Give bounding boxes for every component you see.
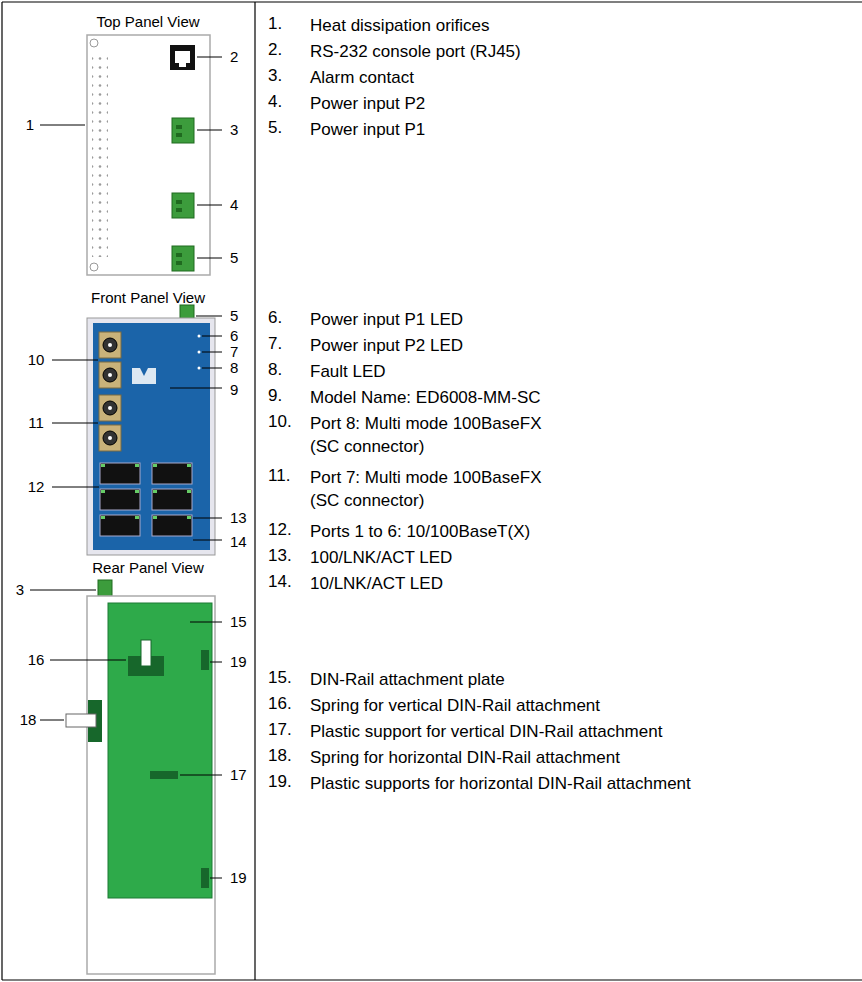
callout-number: 18 <box>20 711 37 729</box>
item-text: 10/LNK/ACT LED <box>310 572 840 595</box>
item-number: 12. <box>268 520 292 540</box>
callout-number: 14 <box>230 533 247 551</box>
callout-number: 3 <box>230 121 238 139</box>
callout-number: 19 <box>230 869 247 887</box>
item-number: 16. <box>268 694 292 714</box>
item-text: Power input P2 LED <box>310 334 840 357</box>
item-text: Heat dissipation orifices <box>310 14 840 37</box>
item-number: 10. <box>268 412 292 432</box>
item-number: 7. <box>268 334 282 354</box>
callout-number: 16 <box>28 651 45 669</box>
callout-number: 5 <box>230 307 238 325</box>
item-text: Power input P1 LED <box>310 308 840 331</box>
callout-number: 10 <box>28 351 45 369</box>
item-text: Ports 1 to 6: 10/100BaseT(X) <box>310 520 840 543</box>
item-number: 19. <box>268 772 292 792</box>
item-text: Fault LED <box>310 360 840 383</box>
callout-number: 11 <box>28 414 44 432</box>
item-number: 17. <box>268 720 292 740</box>
callout-number: 3 <box>16 581 24 599</box>
item-number: 3. <box>268 66 282 86</box>
view-title: Front Panel View <box>91 289 205 307</box>
item-text: Power input P1 <box>310 118 840 141</box>
item-number: 9. <box>268 386 282 406</box>
item-number: 18. <box>268 746 292 766</box>
item-text: 100/LNK/ACT LED <box>310 546 840 569</box>
leader-lines <box>30 590 222 878</box>
item-number: 8. <box>268 360 282 380</box>
item-number: 1. <box>268 14 282 34</box>
rear-panel <box>66 580 215 974</box>
item-number: 13. <box>268 546 292 566</box>
callout-number: 1 <box>26 116 34 134</box>
item-text: Port 8: Multi mode 100BaseFX (SC connect… <box>310 412 570 459</box>
callout-number: 7 <box>230 343 238 361</box>
item-text: Plastic supports for horizontal DIN-Rail… <box>310 772 710 795</box>
item-text: Spring for horizontal DIN-Rail attachmen… <box>310 746 840 769</box>
item-number: 4. <box>268 92 282 112</box>
callout-number: 5 <box>230 249 238 267</box>
callout-number: 8 <box>230 359 238 377</box>
item-text: Alarm contact <box>310 66 840 89</box>
item-text: Plastic support for vertical DIN-Rail at… <box>310 720 850 743</box>
item-number: 5. <box>268 118 282 138</box>
top-panel <box>87 35 210 275</box>
callout-number: 4 <box>230 196 238 214</box>
item-number: 11. <box>268 466 290 486</box>
view-title: Top Panel View <box>96 13 199 31</box>
callout-number: 19 <box>230 653 247 671</box>
callout-number: 9 <box>230 381 238 399</box>
callout-number: 17 <box>230 766 247 784</box>
view-title: Rear Panel View <box>92 559 203 577</box>
item-text: RS-232 console port (RJ45) <box>310 40 840 63</box>
leader-lines <box>40 57 222 258</box>
item-number: 15. <box>268 668 292 688</box>
item-number: 2. <box>268 40 282 60</box>
item-text: Port 7: Multi mode 100BaseFX (SC connect… <box>310 466 570 513</box>
item-text: Model Name: ED6008-MM-SC <box>310 386 840 409</box>
callout-number: 12 <box>28 478 45 496</box>
item-text: DIN-Rail attachment plate <box>310 668 840 691</box>
callout-number: 2 <box>230 48 238 66</box>
item-text: Spring for vertical DIN-Rail attachment <box>310 694 840 717</box>
item-number: 6. <box>268 308 282 328</box>
item-text: Power input P2 <box>310 92 840 115</box>
callout-number: 13 <box>230 509 247 527</box>
callout-number: 15 <box>230 613 247 631</box>
leader-lines <box>52 316 222 540</box>
callout-number: 6 <box>230 327 238 345</box>
item-number: 14. <box>268 572 292 592</box>
